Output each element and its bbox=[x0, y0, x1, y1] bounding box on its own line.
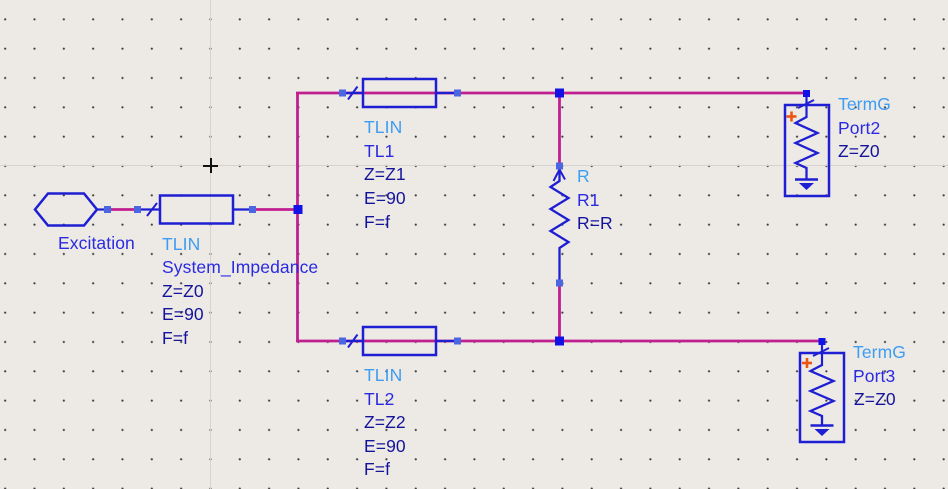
r1-param[interactable]: R=R bbox=[577, 213, 613, 233]
ground-icon bbox=[814, 429, 830, 436]
port-pin[interactable] bbox=[803, 90, 810, 97]
wires[interactable] bbox=[111, 91, 822, 343]
excitation-hexagon[interactable] bbox=[33, 192, 99, 227]
system-impedance-type[interactable]: TLIN bbox=[162, 234, 201, 254]
junction-node[interactable] bbox=[555, 88, 564, 98]
term-body[interactable] bbox=[783, 103, 831, 198]
term-body[interactable] bbox=[798, 351, 846, 444]
termg-port2[interactable] bbox=[783, 96, 831, 198]
pin[interactable] bbox=[556, 162, 563, 170]
r1-name[interactable]: R1 bbox=[577, 190, 600, 210]
tl1-param[interactable]: F=f bbox=[364, 212, 391, 232]
origin-crosshair-icon bbox=[209, 158, 212, 173]
pin[interactable] bbox=[134, 206, 141, 213]
resistor-zigzag[interactable] bbox=[548, 168, 571, 283]
junctions[interactable] bbox=[293, 88, 826, 346]
termg-port3[interactable] bbox=[798, 344, 846, 444]
resistor-zigzag bbox=[807, 363, 837, 425]
junction-node[interactable] bbox=[293, 205, 303, 214]
tl1-param[interactable]: Z=Z1 bbox=[364, 164, 406, 184]
tlin-tl2[interactable] bbox=[345, 325, 455, 357]
tlin-tl1[interactable] bbox=[345, 77, 455, 109]
pin[interactable] bbox=[249, 206, 256, 213]
system-impedance-param[interactable]: F=f bbox=[162, 328, 189, 348]
port2-name[interactable]: Port2 bbox=[838, 118, 881, 138]
pin[interactable] bbox=[556, 279, 563, 287]
origin-axis-vertical bbox=[210, 0, 211, 489]
pin1-slash-icon bbox=[347, 85, 359, 101]
pin1-slash-icon bbox=[146, 202, 158, 217]
tl1-param[interactable]: E=90 bbox=[364, 188, 406, 208]
system-impedance-name[interactable]: System_Impedance bbox=[162, 257, 319, 277]
junction-node[interactable] bbox=[555, 336, 564, 346]
port-pin[interactable] bbox=[818, 338, 826, 345]
tl2-param[interactable]: F=f bbox=[364, 459, 391, 479]
port3-name[interactable]: Port3 bbox=[853, 366, 896, 386]
tlin-system-impedance[interactable] bbox=[140, 194, 250, 225]
tl2-param[interactable]: E=90 bbox=[364, 436, 406, 456]
port3-param[interactable]: Z=Z0 bbox=[854, 389, 896, 409]
tl1-name[interactable]: TL1 bbox=[364, 141, 395, 161]
port2-type[interactable]: TermG bbox=[838, 94, 891, 114]
pins[interactable] bbox=[104, 89, 563, 345]
port2-param[interactable]: Z=Z0 bbox=[838, 141, 880, 161]
resistor-r1[interactable] bbox=[548, 167, 571, 283]
pin1-slash-icon bbox=[347, 333, 359, 349]
tl2-param[interactable]: Z=Z2 bbox=[364, 412, 406, 432]
plus-polarity-icon bbox=[802, 358, 812, 368]
tl2-name[interactable]: TL2 bbox=[364, 389, 395, 409]
tl1-type[interactable]: TLIN bbox=[364, 117, 403, 137]
pin[interactable] bbox=[454, 337, 461, 345]
r1-type[interactable]: R bbox=[577, 166, 590, 186]
tlin-body[interactable] bbox=[158, 194, 235, 225]
origin-axis-horizontal bbox=[0, 165, 948, 166]
pin[interactable] bbox=[454, 89, 461, 97]
pin[interactable] bbox=[339, 337, 346, 345]
port3-type[interactable]: TermG bbox=[853, 342, 906, 362]
plus-polarity-icon bbox=[786, 111, 797, 122]
pin[interactable] bbox=[339, 89, 346, 97]
excitation-source[interactable] bbox=[33, 192, 105, 227]
pin[interactable] bbox=[104, 206, 111, 213]
ground-icon bbox=[799, 183, 814, 190]
system-impedance-param[interactable]: Z=Z0 bbox=[162, 281, 204, 301]
excitation-label[interactable]: Excitation bbox=[58, 233, 135, 253]
resistor-zigzag bbox=[792, 115, 821, 179]
tl2-type[interactable]: TLIN bbox=[364, 365, 403, 385]
system-impedance-param[interactable]: E=90 bbox=[162, 304, 204, 324]
